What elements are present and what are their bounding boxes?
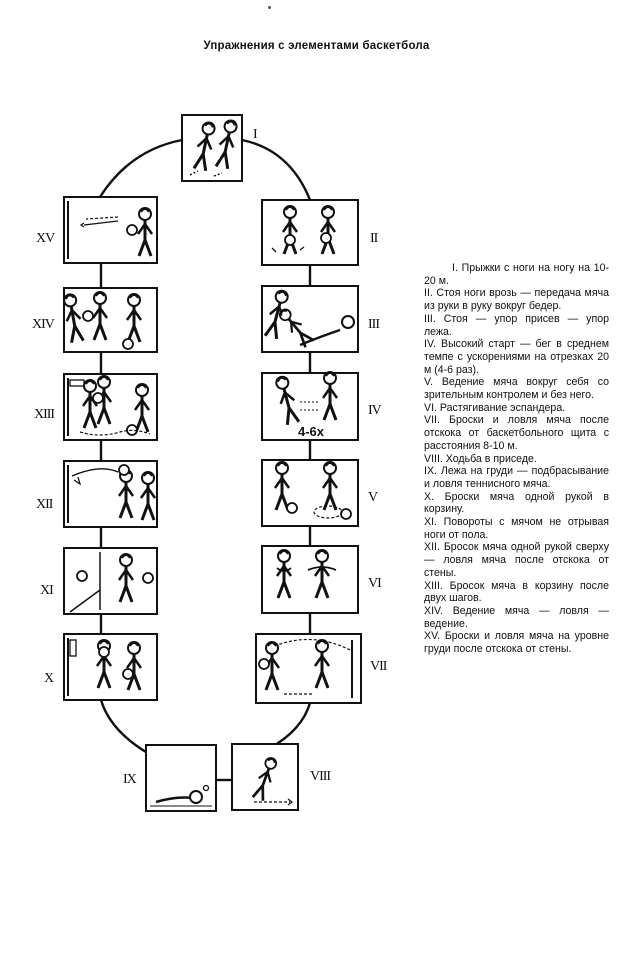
station-3-label: III: [368, 317, 380, 332]
station-2-label: II: [370, 231, 378, 246]
exercise-legend: I. Прыжки с ноги на ногу на 10-20 м. II.…: [424, 262, 609, 656]
legend-item-7: VII. Броски и ловля мяча после отскока о…: [424, 414, 609, 452]
station-6-label: VI: [368, 576, 382, 591]
station-4-panel: [261, 370, 359, 441]
station-13-label: XIII: [34, 407, 55, 422]
station-8-label: VIII: [310, 769, 331, 784]
station-2-panel: [261, 199, 359, 266]
station-12-label: XII: [36, 497, 53, 512]
station-15-label: XV: [36, 231, 55, 246]
legend-item-10: X. Броски мяча одной рукой в корзину.: [424, 490, 609, 516]
station-4-sign: 4-6x: [298, 424, 325, 439]
station-1-label: I: [253, 127, 258, 142]
station-9-panel: [145, 744, 217, 812]
station-9-label: IX: [123, 772, 137, 787]
station-14-label: XIV: [32, 317, 55, 332]
station-11-label: XI: [40, 583, 54, 598]
legend-item-6: VI. Растягивание эспандера.: [424, 401, 566, 414]
page-title: Упражнения с элементами баскетбола: [203, 40, 430, 52]
legend-item-3: III. Стоя — упор присев — упор лежа.: [424, 312, 609, 338]
station-7-label: VII: [370, 659, 387, 674]
station-7-panel: [255, 633, 362, 704]
station-1-panel: [181, 114, 243, 182]
legend-item-9: IX. Лежа на груди — подбрасывание и ловл…: [424, 465, 609, 490]
legend-item-13: XIII. Бросок мяча в корзину после двух ш…: [424, 579, 609, 605]
station-5-label: V: [368, 490, 378, 505]
legend-item-1: I. Прыжки с ноги на ногу на 10-20 м.: [424, 262, 609, 287]
legend-item-14: XIV. Ведение мяча — ловля — ведение.: [424, 604, 609, 630]
station-14-panel: [60, 287, 158, 353]
station-8-panel: [231, 743, 299, 811]
legend-item-15: XV. Броски и ловля мяча на уровне груди …: [424, 630, 609, 656]
legend-item-4: IV. Высокий старт — бег в среднем темпе …: [424, 338, 609, 376]
legend-item-5: V. Ведение мяча вокруг себя со зрительны…: [424, 376, 609, 402]
station-12-panel: [63, 460, 158, 528]
circuit-track: [98, 138, 312, 782]
legend-item-8: VIII. Ходьба в приседе.: [424, 452, 537, 465]
station-11-panel: [63, 547, 158, 615]
station-5-panel: [261, 459, 359, 527]
station-10-label: X: [44, 671, 54, 686]
legend-item-2: II. Стоя ноги врозь — передача мяча из р…: [424, 287, 609, 313]
legend-item-11: XI. Повороты с мячом не отрывая ноги от …: [424, 516, 609, 541]
station-10-panel: [63, 633, 158, 701]
legend-item-12: XII. Бросок мяча одной рукой сверху — ло…: [424, 541, 609, 579]
station-15-panel: [63, 196, 158, 264]
station-6-panel: [261, 545, 359, 614]
station-4-label: IV: [368, 403, 382, 418]
scan-speck: [268, 6, 271, 9]
station-3-panel: [261, 285, 359, 353]
station-13-panel: [63, 373, 158, 441]
